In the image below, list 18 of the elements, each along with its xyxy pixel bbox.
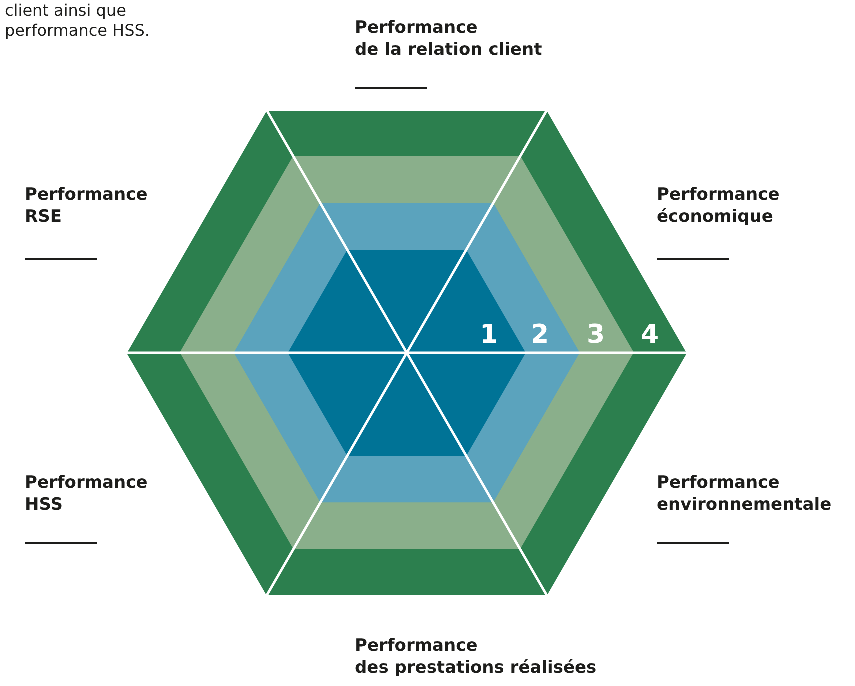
axis-label: Performance bbox=[355, 18, 478, 38]
body-text: performance HSS. bbox=[5, 21, 150, 40]
axis-label: des prestations réalisées bbox=[355, 658, 597, 678]
axis-label: Performance bbox=[657, 473, 780, 494]
axis-label: RSE bbox=[25, 207, 62, 228]
level-number: 4 bbox=[640, 322, 660, 348]
axis-label: de la relation client bbox=[355, 40, 542, 60]
level-number: 1 bbox=[480, 322, 498, 348]
axis-label: Performance bbox=[657, 185, 780, 206]
axis-label: HSS bbox=[25, 495, 63, 516]
axis-label: Performance bbox=[355, 636, 478, 656]
axis-label: économique bbox=[657, 207, 774, 228]
level-number: 3 bbox=[586, 322, 606, 348]
axis-label: environnementale bbox=[657, 495, 832, 516]
axis-label: Performance bbox=[25, 473, 148, 494]
body-text: client ainsi que bbox=[5, 1, 126, 20]
level-number: 2 bbox=[530, 322, 550, 348]
axis-label: Performance bbox=[25, 185, 148, 206]
